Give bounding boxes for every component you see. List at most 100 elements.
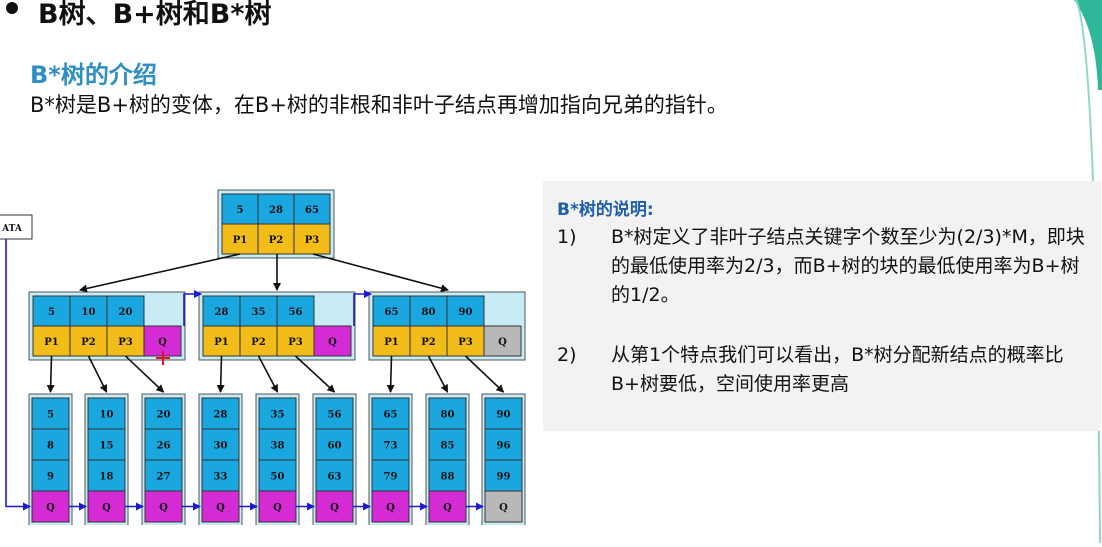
root-pointer: P2 [257, 223, 295, 255]
internal-pointer: P2 [239, 325, 278, 357]
leaf-key-label: 20 [157, 410, 171, 421]
leaf-next-pointer-label: Q [216, 503, 225, 514]
leaf-key: 88 [428, 459, 467, 492]
leaf-next-pointer-label: Q [499, 503, 508, 514]
notes-panel: B*树的说明: 1) B*树定义了非叶子结点关键字个数至少为(2/3)*M，即块… [543, 181, 1101, 431]
root-pointer-label: P1 [233, 235, 247, 246]
internal-sibling-pointer-label: Q [498, 337, 507, 348]
leaf-next-pointer: Q [371, 490, 410, 523]
data-entry-arrow [5, 239, 31, 511]
insert-mark [156, 351, 170, 365]
leaf-key-label: 60 [328, 441, 342, 452]
leaf-next-pointer: Q [201, 490, 240, 523]
internal-pointer-label: P2 [421, 337, 436, 348]
internal-key-label: 80 [422, 307, 436, 318]
data-entry-label: ATA [1, 224, 23, 234]
internal-to-leaf-arrow [87, 355, 108, 393]
internal-sibling-arrow [353, 290, 372, 326]
internal-pointer: P3 [106, 325, 145, 357]
internal-pointer-label: P3 [458, 337, 473, 348]
internal-pointer-label: P1 [214, 337, 228, 348]
leaf-next-pointer-label: Q [102, 503, 111, 514]
leaf-key-label: 63 [328, 472, 342, 483]
leaf-next-pointer: Q [428, 490, 467, 523]
leaf-key-label: 9 [47, 472, 54, 483]
leaf-key-label: 10 [100, 410, 114, 421]
leaf-key-label: 26 [157, 441, 171, 452]
internal-key-label: 90 [459, 307, 473, 318]
leaf-key: 8 [31, 428, 70, 461]
leaf-key-label: 79 [384, 472, 398, 483]
leaf-key-label: 18 [100, 472, 114, 483]
internal-sibling-pointer: Q [313, 325, 352, 357]
note-text: 从第1个特点我们可以看出，B*树分配新结点的概率比B+树要低，空间使用率更高 [611, 344, 1064, 395]
leaf-key: 73 [371, 428, 410, 461]
leaf-key-label: 38 [271, 441, 285, 452]
leaf-key: 30 [201, 428, 240, 461]
leaf-key: 15 [87, 428, 126, 461]
leaf-next-pointer-label: Q [330, 503, 339, 514]
internal-pointer-label: P1 [44, 337, 58, 348]
leaf-key: 85 [428, 428, 467, 461]
internal-sibling-pointer-label: Q [328, 337, 337, 348]
bullet-dot [6, 2, 18, 14]
note-text: B*树定义了非叶子结点关键字个数至少为(2/3)*M，即块的最低使用率为2/3，… [611, 226, 1085, 306]
leaf-next-pointer-label: Q [443, 503, 452, 514]
internal-pointer: P3 [446, 325, 485, 357]
root-key: 28 [257, 193, 295, 225]
internal-pointer: P1 [32, 325, 71, 357]
internal-key: 65 [372, 295, 411, 327]
leaf-key-label: 90 [497, 410, 511, 421]
leaf-next-pointer: Q [484, 490, 523, 523]
leaf-key-label: 85 [441, 441, 455, 452]
leaf-next-pointer: Q [87, 490, 126, 523]
internal-key: 90 [446, 295, 485, 327]
internal-to-leaf-arrow [46, 355, 55, 393]
leaf-key: 99 [484, 459, 523, 492]
leaf-key: 65 [371, 397, 410, 430]
leaf-key-label: 65 [384, 410, 398, 421]
leaf-next-pointer: Q [258, 490, 297, 523]
leaf-next-pointer: Q [31, 490, 70, 523]
leaf-key: 10 [87, 397, 126, 430]
leaf-key: 5 [31, 397, 70, 430]
leaf-key-label: 30 [214, 441, 228, 452]
internal-key: 10 [69, 295, 108, 327]
root-key-label: 65 [305, 205, 319, 216]
internal-key-label: 10 [82, 307, 96, 318]
leaf-key: 90 [484, 397, 523, 430]
internal-key-label: 5 [48, 307, 55, 318]
leaf-key: 20 [144, 397, 183, 430]
root-to-internal-arrow [79, 253, 241, 293]
leaf-key: 96 [484, 428, 523, 461]
note-number: 1) [557, 226, 577, 248]
leaf-key-label: 96 [497, 441, 511, 452]
internal-key: 80 [409, 295, 448, 327]
leaf-key: 26 [144, 428, 183, 461]
internal-key-label: 65 [385, 307, 399, 318]
internal-key: 20 [106, 295, 145, 327]
leaf-next-pointer-label: Q [386, 503, 395, 514]
internal-to-leaf-arrow [427, 355, 449, 393]
internal-pointer: P2 [69, 325, 108, 357]
leaf-next-pointer-label: Q [159, 503, 168, 514]
internal-to-leaf-arrow [216, 355, 225, 393]
internal-to-leaf-arrow [294, 355, 336, 393]
internal-sibling-pointer-label: Q [158, 337, 167, 348]
leaf-key: 27 [144, 459, 183, 492]
leaf-key-label: 73 [384, 441, 398, 452]
leaf-key: 35 [258, 397, 297, 430]
leaf-key-label: 35 [271, 410, 285, 421]
internal-key: 56 [276, 295, 315, 327]
leaf-next-pointer-label: Q [46, 503, 55, 514]
internal-key-label: 56 [289, 307, 303, 318]
internal-key: 35 [239, 295, 278, 327]
root-pointer: P1 [221, 223, 259, 255]
internal-pointer: P1 [372, 325, 411, 357]
section-subtitle: B*树的介绍 [30, 61, 157, 89]
root-pointer-label: P3 [305, 235, 320, 246]
leaf-key-label: 80 [441, 410, 455, 421]
internal-pointer-label: P3 [288, 337, 303, 348]
leaf-key-label: 56 [328, 410, 342, 421]
